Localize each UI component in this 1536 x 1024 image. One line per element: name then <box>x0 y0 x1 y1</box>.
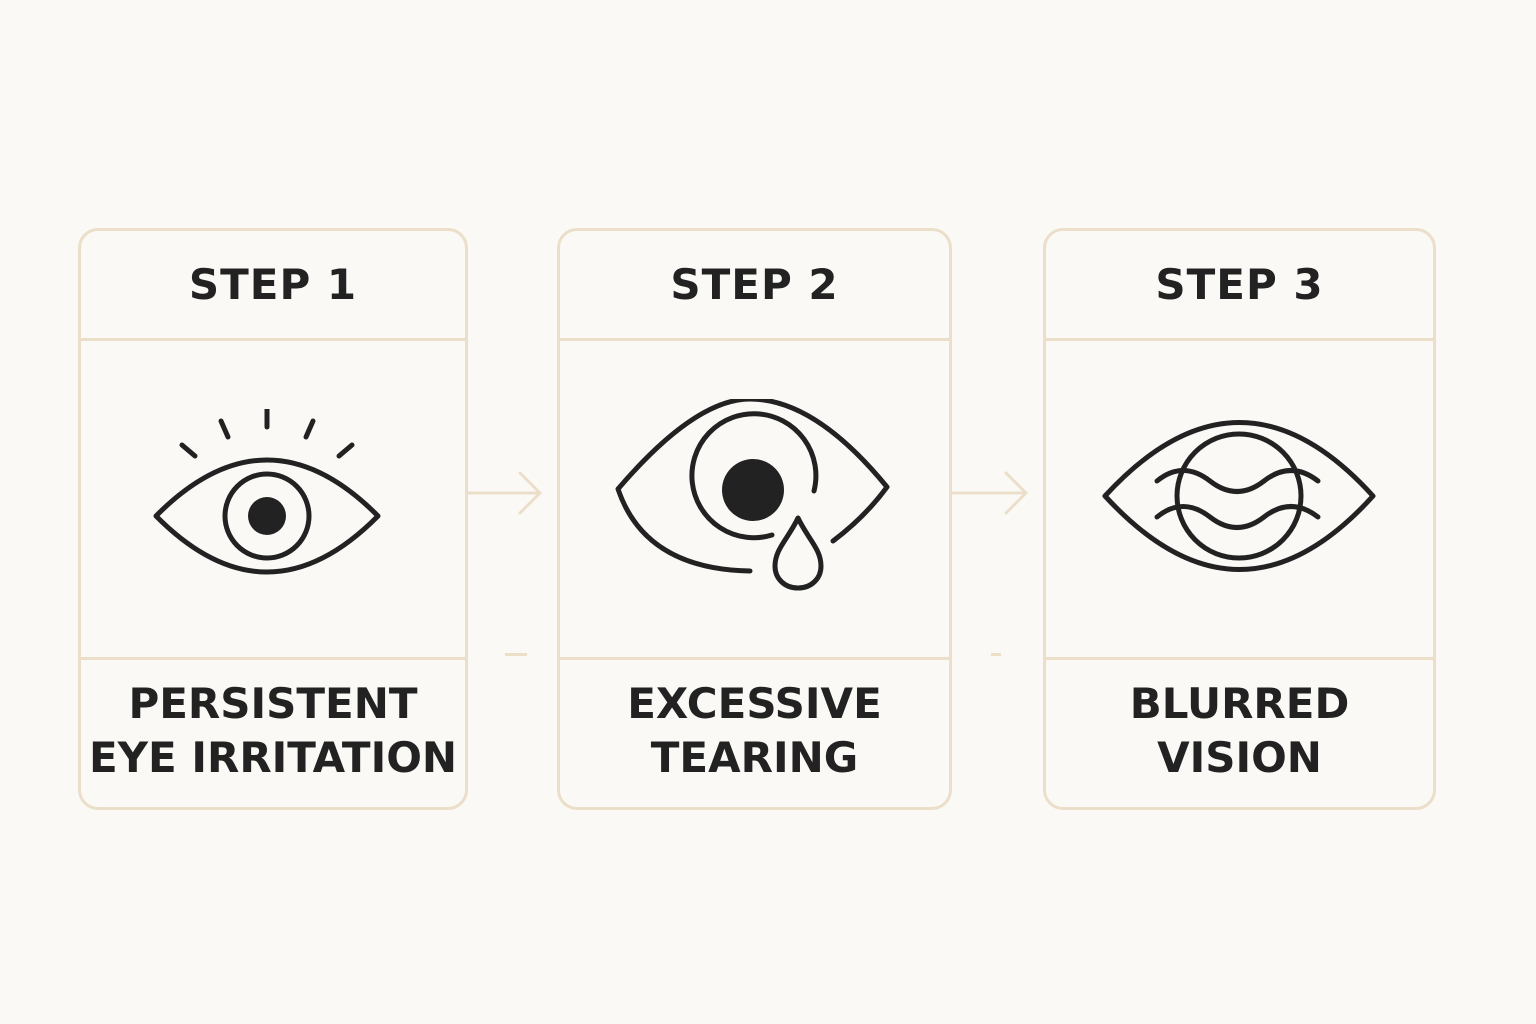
step-title: STEP 3 <box>1046 231 1433 341</box>
arrow-right-icon <box>468 471 542 515</box>
step-card-3: STEP 3 BLURRED VISION <box>1043 228 1436 810</box>
connector-tick <box>505 653 527 656</box>
step-card-1: STEP 1 PERSISTENT EYE IRRITATION <box>78 228 468 810</box>
step-title: STEP 1 <box>81 231 465 341</box>
description-line: VISION <box>1157 732 1322 782</box>
arrow-right-icon <box>952 471 1028 515</box>
irritated-eye-icon <box>81 341 465 657</box>
step-description: BLURRED VISION <box>1046 657 1433 807</box>
step-title: STEP 2 <box>560 231 949 341</box>
connector-tick <box>991 653 1001 656</box>
step-card-2: STEP 2 EXCESSIVE TEARING <box>557 228 952 810</box>
description-line: BLURRED <box>1129 678 1350 728</box>
step-description: EXCESSIVE TEARING <box>560 657 949 807</box>
tearing-eye-icon <box>560 341 949 657</box>
description-line: EYE IRRITATION <box>88 732 458 782</box>
description-line: PERSISTENT <box>128 678 418 728</box>
step-description: PERSISTENT EYE IRRITATION <box>81 657 465 807</box>
description-line: TEARING <box>650 732 859 782</box>
blurred-eye-icon <box>1046 341 1433 657</box>
description-line: EXCESSIVE <box>627 678 882 728</box>
